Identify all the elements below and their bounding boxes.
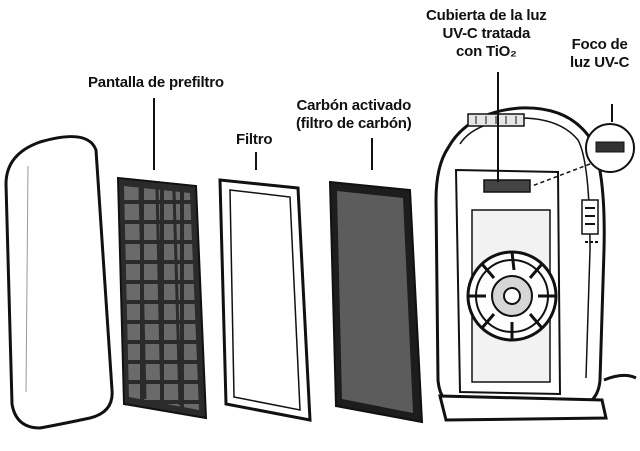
label-filter: Filtro (236, 131, 273, 148)
prefilter-screen-panel (116, 176, 208, 420)
purifier-unit (434, 106, 637, 422)
filter-panel (218, 178, 312, 422)
label-uvc-bulb: Foco de luz UV-C (570, 36, 630, 71)
label-prefilter-screen: Pantalla de prefiltro (88, 74, 224, 91)
front-cover-panel (4, 135, 114, 430)
label-activated-carbon: Carbón activado (filtro de carbón) (296, 97, 412, 132)
label-uvc-cover: Cubierta de la luz UV-C tratada con TiO₂ (426, 7, 547, 60)
activated-carbon-panel (328, 180, 424, 424)
uvc-bulb-detail (531, 123, 635, 187)
leader-lines (153, 72, 613, 182)
